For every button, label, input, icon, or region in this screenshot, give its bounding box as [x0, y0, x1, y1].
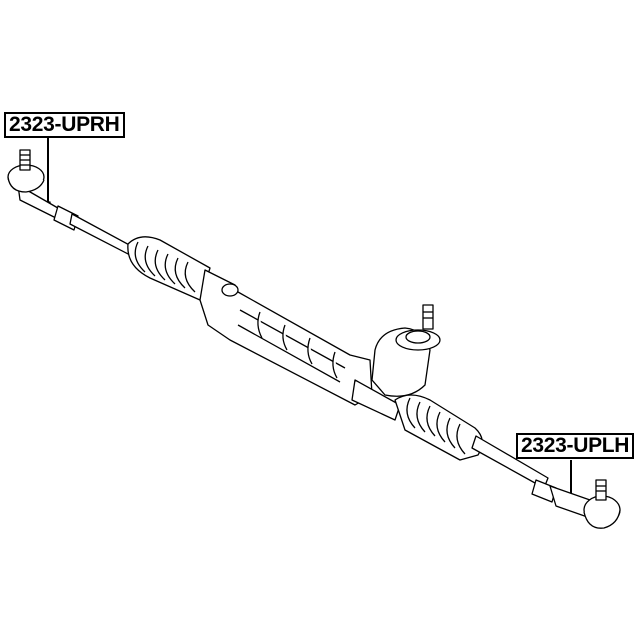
left-boot [127, 236, 211, 301]
rack-housing [199, 269, 373, 406]
right-tie-rod-end-part [7, 149, 79, 231]
pinion-housing [351, 304, 441, 421]
part-label-2323-uplh: 2323-UPLH [516, 433, 635, 459]
part-label-2323-uprh: 2323-UPRH [4, 112, 125, 138]
left-tie-rod-end-part [549, 479, 621, 529]
right-boot [394, 394, 483, 461]
